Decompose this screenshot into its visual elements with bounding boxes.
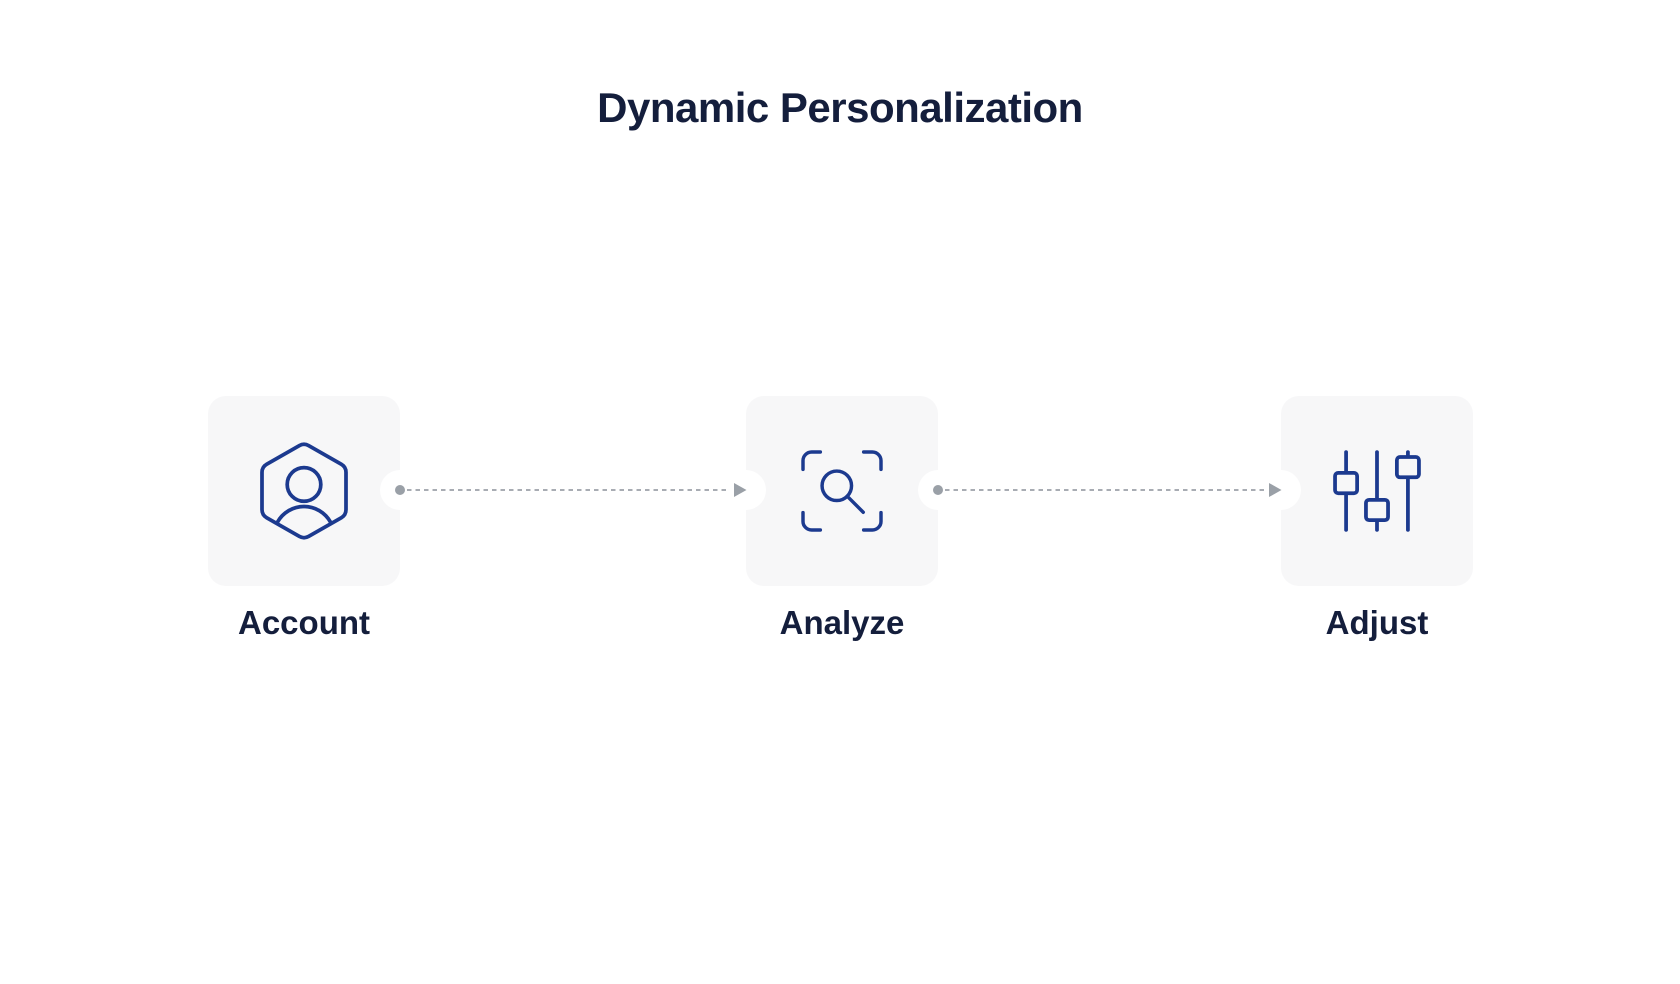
hexagon-user-icon [248,435,360,547]
step-card-analyze [746,396,938,586]
arrowhead-icon [1269,483,1282,497]
step-label-account: Account [238,604,370,641]
connector-account-to-analyze [374,466,772,514]
connector-analyze-to-adjust [912,466,1307,514]
step-card-adjust [1281,396,1473,586]
scan-search-icon [790,439,894,543]
step-label-analyze: Analyze [779,604,905,641]
start-dot-icon [933,485,943,495]
start-dot-icon [395,485,405,495]
arrowhead-icon [734,483,747,497]
step-card-account [208,396,400,586]
page-title: Dynamic Personalization [597,84,1083,131]
vertical-sliders-icon [1324,438,1430,544]
step-label-adjust: Adjust [1325,604,1429,641]
